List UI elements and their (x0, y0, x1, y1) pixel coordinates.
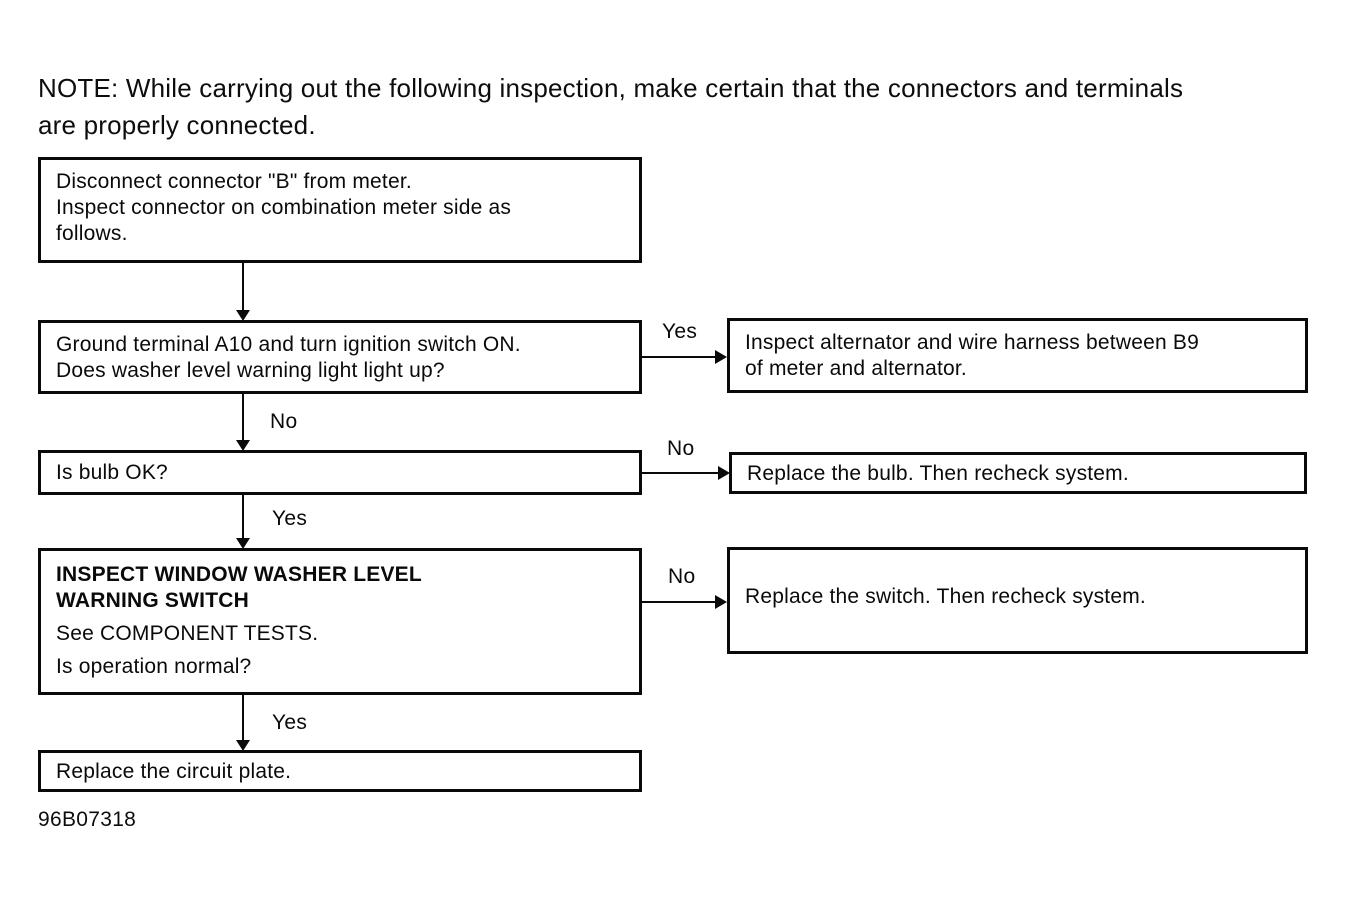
connector-line-step4-step5 (242, 695, 244, 740)
flow-box-disconnect-connector: Disconnect connector "B" from meter. Ins… (38, 157, 642, 263)
flow-box-text-line: Is operation normal? (56, 655, 252, 678)
flow-box-text-line: Disconnect connector "B" from meter. (56, 170, 412, 193)
figure-code: 96B07318 (38, 808, 137, 831)
flow-box-title-line: WARNING SWITCH (56, 589, 249, 612)
note-line-2: are properly connected. (38, 110, 316, 140)
flow-box-text-line: Inspect alternator and wire harness betw… (745, 331, 1199, 354)
flow-box-text-line: Replace the bulb. Then recheck system. (747, 462, 1129, 485)
flow-box-inspect-alternator: Inspect alternator and wire harness betw… (727, 318, 1308, 393)
flow-box-inspect-washer-level-switch: INSPECT WINDOW WASHER LEVEL WARNING SWIT… (38, 548, 642, 695)
flow-box-text-line: Is bulb OK? (56, 461, 168, 484)
branch-label-no-1: No (270, 410, 298, 433)
arrow-down-icon (236, 440, 250, 451)
connector-line-step4-result3 (642, 601, 715, 603)
branch-label-no-3: No (668, 565, 696, 588)
arrow-right-icon (715, 595, 727, 609)
flow-box-is-bulb-ok: Is bulb OK? (38, 450, 642, 495)
branch-label-yes-2: Yes (272, 507, 308, 530)
arrow-right-icon (715, 350, 727, 364)
branch-label-no-2: No (667, 437, 695, 460)
flow-box-text-line: Does washer level warning light light up… (56, 359, 445, 382)
arrow-down-icon (236, 310, 250, 321)
arrow-down-icon (236, 538, 250, 549)
flow-box-text-line: Replace the circuit plate. (56, 760, 292, 783)
connector-line-step1-step2 (242, 263, 244, 310)
flow-box-text-line: Inspect connector on combination meter s… (56, 196, 512, 219)
flow-box-text-line: See COMPONENT TESTS. (56, 622, 319, 645)
branch-label-yes-3: Yes (272, 711, 308, 734)
flow-box-replace-circuit-plate: Replace the circuit plate. (38, 750, 642, 792)
arrow-down-icon (236, 740, 250, 751)
connector-line-step3-result2 (642, 472, 718, 474)
connector-line-step2-step3 (242, 394, 244, 440)
connector-line-step3-step4 (242, 495, 244, 538)
flow-box-replace-bulb: Replace the bulb. Then recheck system. (729, 452, 1307, 494)
flow-box-text-line: follows. (56, 222, 128, 245)
branch-label-yes-1: Yes (662, 320, 698, 343)
flow-box-replace-switch: Replace the switch. Then recheck system. (727, 547, 1308, 654)
flow-box-text-line: of meter and alternator. (745, 357, 967, 380)
flow-box-title-line: INSPECT WINDOW WASHER LEVEL (56, 563, 422, 586)
flow-box-text-line: Replace the switch. Then recheck system. (745, 585, 1146, 608)
connector-line-step2-result1 (642, 356, 715, 358)
note-text: NOTE: While carrying out the following i… (38, 70, 1183, 144)
flow-box-ground-terminal: Ground terminal A10 and turn ignition sw… (38, 320, 642, 394)
note-line-1: NOTE: While carrying out the following i… (38, 73, 1184, 103)
arrow-right-icon (718, 466, 730, 480)
flow-box-text-line: Ground terminal A10 and turn ignition sw… (56, 333, 521, 356)
